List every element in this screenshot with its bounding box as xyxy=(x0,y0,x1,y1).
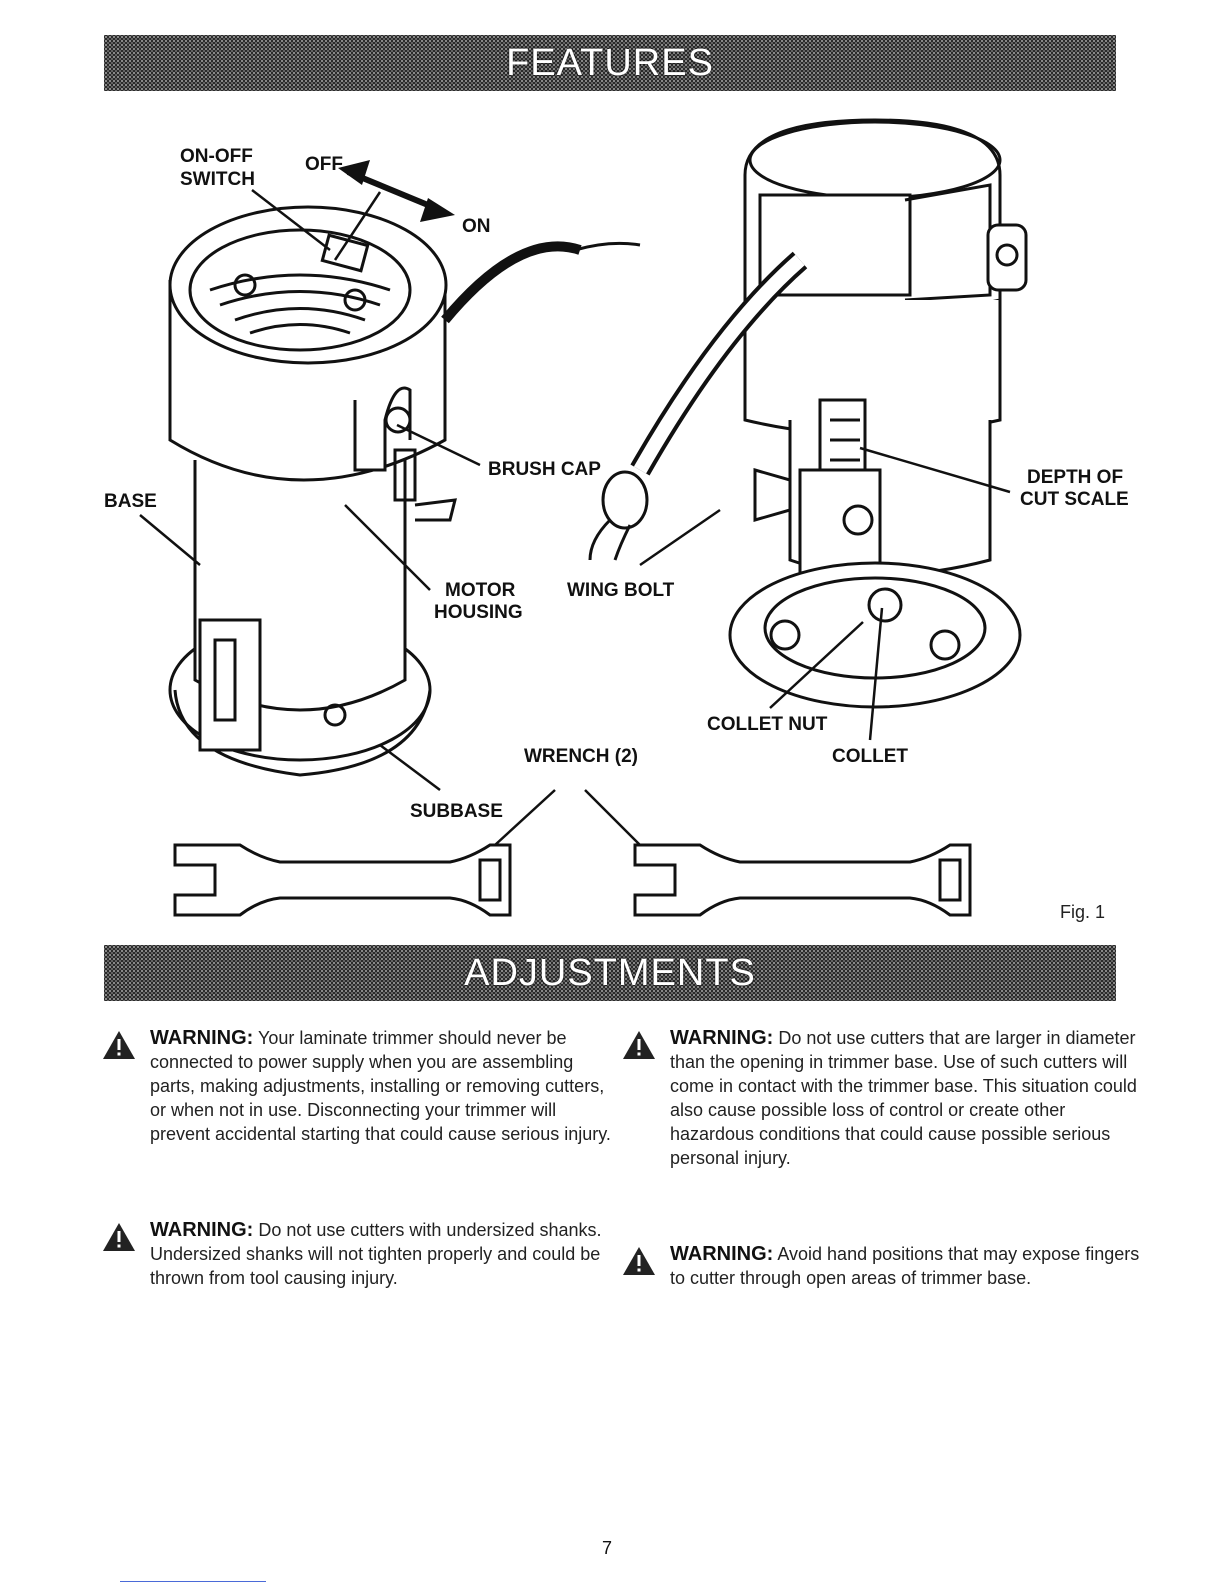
label-depth-of-cut-1: DEPTH OF xyxy=(1027,467,1123,488)
label-wing-bolt: WING BOLT xyxy=(567,580,675,601)
adjustments-title: ADJUSTMENTS xyxy=(464,951,756,994)
figure-caption: Fig. 1 xyxy=(1060,902,1106,922)
warning-title: WARNING: xyxy=(670,1027,774,1049)
label-on: ON xyxy=(462,216,491,237)
page-number: 7 xyxy=(602,1538,613,1558)
left-trimmer-drawing xyxy=(168,205,641,777)
label-wrench: WRENCH (2) xyxy=(524,746,638,767)
warning-block-1: WARNING: Your laminate trimmer should ne… xyxy=(103,1026,620,1146)
warning-text: Your laminate trimmer should never be co… xyxy=(150,1028,611,1144)
warning-block-4: WARNING: Avoid hand positions that may e… xyxy=(623,1242,1140,1290)
warning-text: Avoid hand positions that may expose fin… xyxy=(670,1244,1140,1288)
label-depth-of-cut-2: CUT SCALE xyxy=(1020,489,1129,510)
footer-link-underline xyxy=(120,1581,266,1582)
warning-triangle-icon xyxy=(103,1223,135,1251)
warning-title: WARNING: xyxy=(150,1219,254,1241)
right-trimmer-drawing xyxy=(588,118,1028,709)
warning-title: WARNING: xyxy=(670,1243,774,1265)
label-collet: COLLET xyxy=(832,746,908,767)
warning-text: Do not use cutters that are larger in di… xyxy=(670,1028,1137,1168)
label-on-off-switch-2: SWITCH xyxy=(180,169,255,190)
off-on-arrow xyxy=(338,160,455,222)
label-off: OFF xyxy=(305,154,343,175)
label-brush-cap: BRUSH CAP xyxy=(488,459,601,480)
warning-triangle-icon xyxy=(103,1031,135,1059)
leader-lines xyxy=(139,189,1011,846)
label-motor-housing-2: HOUSING xyxy=(434,602,523,623)
features-figure: ON-OFF SWITCH OFF ON BRUSH CAP BASE MOTO… xyxy=(104,118,1129,917)
warning-triangle-icon xyxy=(623,1247,655,1275)
adjustments-banner: ADJUSTMENTS xyxy=(104,945,1116,1001)
wrench-drawings xyxy=(173,843,972,917)
warning-block-2: WARNING: Do not use cutters with undersi… xyxy=(103,1218,620,1290)
label-on-off-switch-1: ON-OFF xyxy=(180,146,253,167)
warning-text: Do not use cutters with undersized shank… xyxy=(150,1220,602,1288)
warning-block-3: WARNING: Do not use cutters that are lar… xyxy=(623,1026,1140,1170)
warning-title: WARNING: xyxy=(150,1027,254,1049)
features-title: FEATURES xyxy=(506,41,714,84)
features-banner: FEATURES xyxy=(104,35,1116,91)
label-subbase: SUBBASE xyxy=(410,801,503,822)
label-collet-nut: COLLET NUT xyxy=(707,714,828,735)
label-base: BASE xyxy=(104,491,157,512)
label-motor-housing-1: MOTOR xyxy=(445,580,516,601)
warning-triangle-icon xyxy=(623,1031,655,1059)
